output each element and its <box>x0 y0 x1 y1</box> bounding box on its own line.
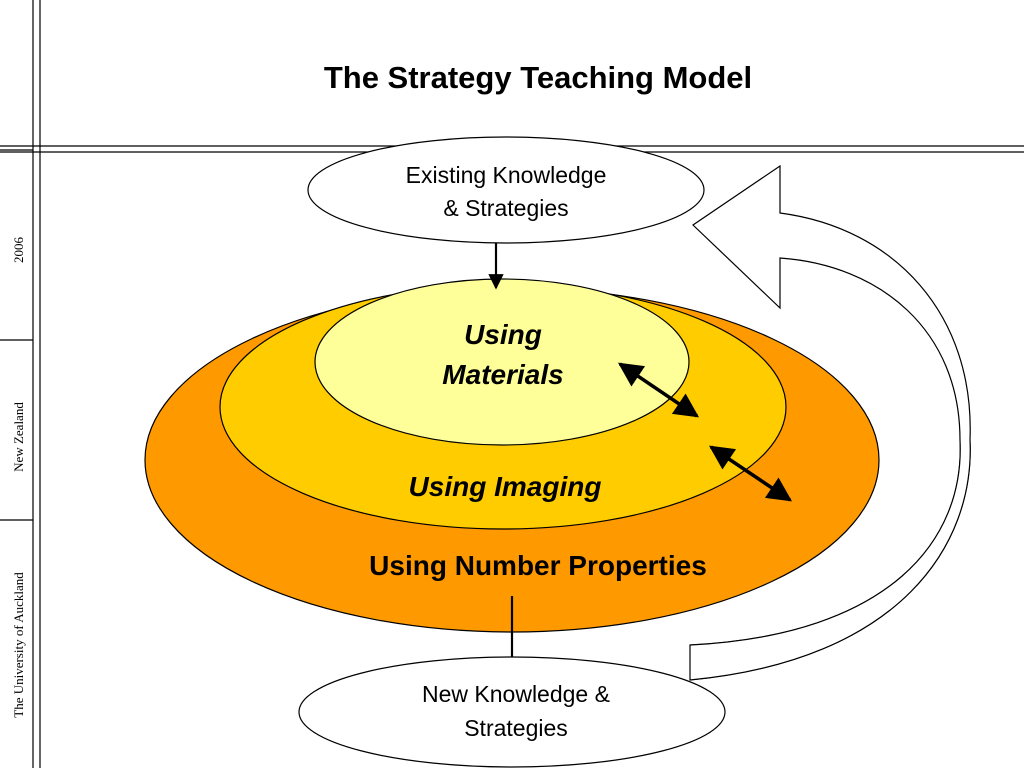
output-ellipse <box>298 656 726 768</box>
feedback-loop-arrow <box>689 164 971 681</box>
output-label-line2: Strategies <box>464 715 568 741</box>
sidebar-institution: The University of Auckland <box>11 572 26 718</box>
input-node: Existing Knowledge & Strategies <box>307 136 705 244</box>
input-label-line2: & Strategies <box>443 195 568 221</box>
input-ellipse <box>307 136 705 244</box>
input-label-line1: Existing Knowledge <box>406 162 607 188</box>
output-node: New Knowledge & Strategies <box>298 656 726 768</box>
inner-layer-label-line2: Materials <box>442 359 563 390</box>
inner-layer-label-line1: Using <box>464 319 542 350</box>
sidebar: 2006 New Zealand The University of Auckl… <box>0 0 41 768</box>
sidebar-year: 2006 <box>11 237 26 264</box>
middle-layer-label: Using Imaging <box>409 471 602 502</box>
page-title: The Strategy Teaching Model <box>324 60 752 95</box>
output-label-line1: New Knowledge & <box>422 681 610 707</box>
loop-arrow-body <box>689 164 971 681</box>
outer-layer-label: Using Number Properties <box>369 550 707 581</box>
materials-imaging-double-arrow <box>617 362 700 418</box>
sidebar-country: New Zealand <box>11 402 26 472</box>
imaging-properties-double-arrow <box>708 445 793 502</box>
